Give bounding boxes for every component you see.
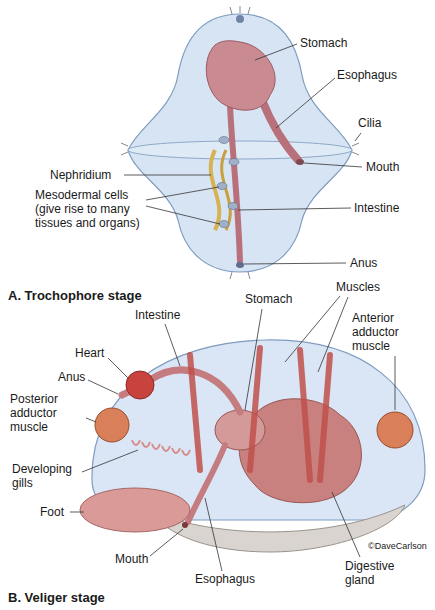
part-label: Cilia (358, 116, 381, 130)
part-label: Intestine (135, 308, 180, 322)
part-label: Muscles (336, 280, 380, 294)
part-label: Digestive gland (345, 559, 427, 587)
part-label: Heart (75, 346, 104, 360)
copyright: ©DaveCarlson (368, 541, 427, 552)
part-label: Mouth (115, 552, 148, 566)
part-label: Posterior adductor muscle (10, 392, 86, 434)
part-label: Anus (350, 256, 377, 270)
part-label: Esophagus (337, 68, 397, 82)
part-label: Intestine (354, 201, 399, 215)
part-label: Anterior adductor muscle (352, 311, 424, 353)
part-label: Mouth (366, 160, 399, 174)
stage-label: A. Trochophore stage (8, 288, 142, 303)
part-label: Stomach (245, 292, 292, 306)
part-label: Esophagus (195, 572, 255, 586)
part-label: Developing gills (12, 462, 82, 490)
stage-label: B. Veliger stage (8, 590, 105, 605)
part-label: Anus (58, 370, 85, 384)
part-label: Stomach (300, 36, 347, 50)
part-label: Foot (40, 505, 64, 519)
part-label: Mesodermal cells (give rise to many tiss… (35, 188, 143, 230)
part-label: Nephridium (50, 168, 111, 182)
